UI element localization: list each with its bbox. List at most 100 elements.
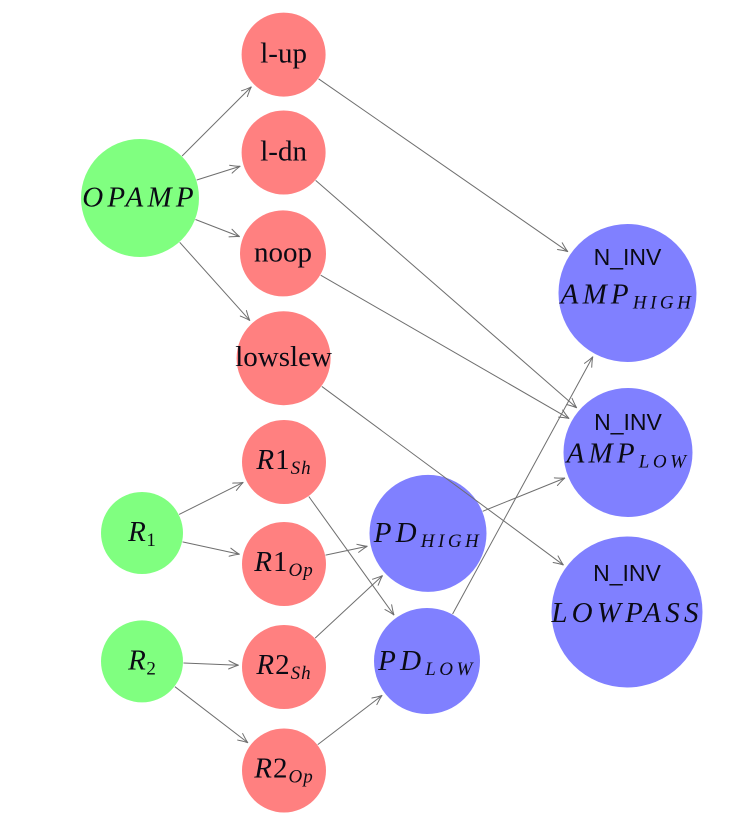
node-label-lowpass-line2: LOWPASS: [550, 597, 702, 629]
label-run: R: [255, 444, 275, 476]
node-label-lowslew-line1: lowslew: [235, 341, 332, 373]
label-run-subscript: HIGH: [632, 293, 695, 314]
node-label-amphigh-line2: AMPHIGH: [559, 279, 695, 314]
node-r2op: R2Op: [242, 728, 326, 813]
label-run: R: [255, 649, 275, 681]
label-run-subscript: LOW: [638, 452, 690, 473]
edges-layer: [174, 78, 594, 746]
node-amphigh: N_INV AMPHIGH: [558, 224, 697, 362]
node-r1sh: R1Sh: [242, 420, 326, 504]
label-run-subscript: 2: [146, 658, 156, 679]
label-run: lowslew: [235, 341, 332, 373]
edge-opamp-to-lowslew: [179, 241, 251, 322]
label-run: R: [127, 644, 146, 676]
node-circle-pdhigh: [369, 474, 487, 592]
node-label-pdhigh-line1: PDHIGH: [373, 517, 483, 552]
node-r1op: R1Op: [242, 522, 326, 606]
label-run: R: [253, 546, 273, 578]
label-run: OPAMP: [82, 182, 198, 214]
node-l-up: l-up: [241, 12, 326, 97]
label-run-subscript: Op: [288, 560, 313, 581]
node-l-dn: l-dn: [241, 110, 326, 195]
label-run: AMP: [565, 438, 639, 470]
node-label-r1op-line1: R1Op: [253, 546, 313, 581]
edge-opamp-to-l-dn: [196, 164, 241, 181]
label-run-subscript: Sh: [291, 458, 312, 479]
node-circle-lowpass: [551, 536, 703, 688]
node-opamp: OPAMP: [81, 139, 199, 257]
node-circle-opamp: [81, 139, 199, 257]
node-circle-r1: [101, 492, 183, 574]
label-run: N_INV: [594, 244, 662, 270]
node-label-r1sh-line1: R1Sh: [255, 444, 311, 479]
node-amplow: N_INV AMPLOW: [563, 388, 693, 517]
node-circle-r2op: [242, 728, 326, 813]
node-label-amplow-line2: AMPLOW: [565, 438, 690, 473]
label-run: 1: [273, 546, 289, 578]
label-run-subscript: HIGH: [420, 531, 483, 552]
node-circle-lowslew: [236, 311, 331, 406]
edge-r1sh-to-pdlow: [308, 496, 395, 616]
node-lowslew: lowslew: [235, 311, 332, 406]
node-label-l-dn-line1: l-dn: [260, 136, 307, 168]
node-label-r1-line1: R1: [127, 516, 156, 551]
node-circle-r1op: [242, 522, 326, 606]
label-run: 2: [273, 753, 289, 785]
edge-lowslew-to-lowpass: [321, 386, 564, 566]
edge-r2-to-r2sh: [183, 660, 239, 670]
node-label-r2op-line1: R2Op: [253, 753, 313, 788]
edge-r2op-to-pdlow: [317, 694, 383, 746]
node-label-amplow-line1: N_INV: [594, 409, 662, 435]
edge-r2-to-r2op: [174, 686, 249, 744]
edge-opamp-to-noop: [195, 219, 240, 238]
node-r1: R1: [101, 492, 183, 574]
node-noop: noop: [240, 210, 326, 297]
label-run: N_INV: [593, 560, 661, 586]
node-label-amphigh-line1: N_INV: [594, 244, 662, 270]
edge-l-dn-to-amplow: [315, 180, 578, 409]
node-label-opamp-line1: OPAMP: [82, 182, 198, 214]
edge-opamp-to-l-up: [181, 86, 252, 157]
edge-r1-to-r1op: [182, 541, 240, 557]
node-r2: R2: [101, 620, 183, 703]
node-circle-l-up: [241, 12, 326, 97]
node-circle-amplow: [563, 388, 693, 517]
node-lowpass: N_INV LOWPASS: [550, 536, 703, 688]
node-circle-amphigh: [558, 224, 697, 362]
node-label-pdlow-line1: PDLOW: [377, 645, 476, 680]
node-circle-r2: [101, 620, 183, 703]
node-label-r2-line1: R2: [127, 644, 156, 679]
edge-r1op-to-pdhigh: [325, 543, 368, 556]
nodes-layer: OPAMPl-upl-dnnooplowslewR1ShR1OpR2ShR2Op…: [81, 12, 703, 813]
edge-pdlow-to-amphigh: [452, 356, 594, 615]
label-run: noop: [254, 236, 312, 268]
label-run: l-dn: [260, 136, 307, 168]
node-circle-l-dn: [241, 110, 326, 195]
node-circle-r1sh: [242, 420, 326, 504]
label-run: N_INV: [594, 409, 662, 435]
node-label-r2sh-line1: R2Sh: [255, 649, 311, 684]
label-run-subscript: 1: [146, 530, 156, 551]
node-label-l-up-line1: l-up: [260, 38, 307, 70]
node-circle-r2sh: [242, 625, 326, 709]
node-r2sh: R2Sh: [242, 625, 326, 709]
label-run: PD: [377, 645, 425, 677]
node-label-lowpass-line1: N_INV: [593, 560, 661, 586]
label-run: R: [127, 516, 146, 548]
edge-r2sh-to-pdhigh: [314, 575, 383, 639]
edge-r1-to-r1sh: [178, 481, 244, 515]
node-pdhigh: PDHIGH: [369, 474, 487, 592]
label-run: 2: [275, 649, 291, 681]
label-run: PD: [373, 517, 421, 549]
label-run: R: [253, 753, 273, 785]
label-run: LOWPASS: [550, 597, 702, 629]
node-circle-pdlow: [374, 608, 480, 714]
label-run-subscript: LOW: [424, 659, 476, 680]
node-circle-noop: [240, 210, 326, 297]
label-run: l-up: [260, 38, 307, 70]
label-run-subscript: Op: [288, 767, 313, 788]
edge-noop-to-amplow: [320, 274, 570, 419]
edge-pdhigh-to-amplow: [482, 477, 566, 512]
edge-l-up-to-amphigh: [318, 78, 569, 253]
